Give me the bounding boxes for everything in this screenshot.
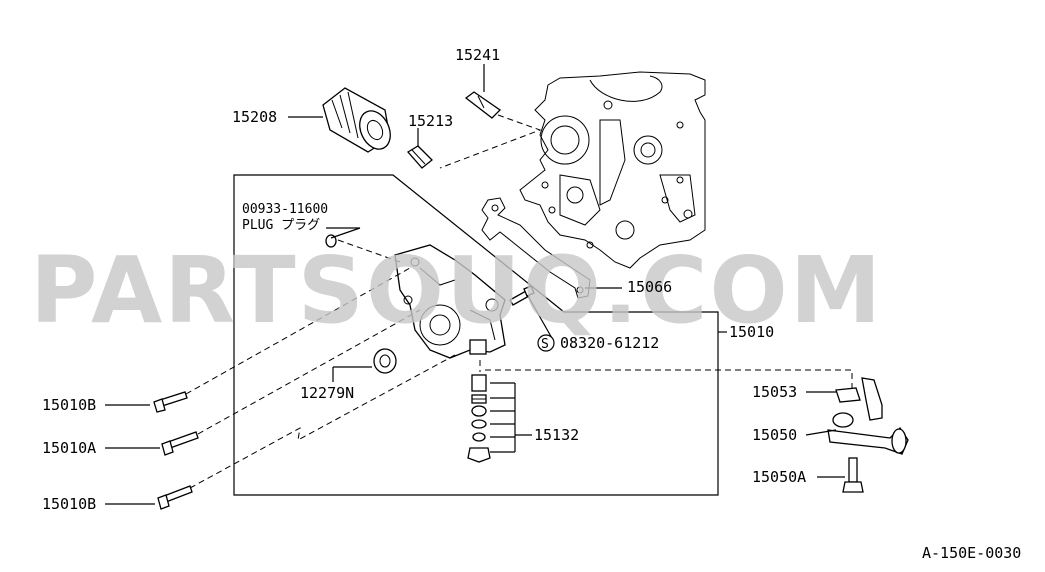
oil-pump-gasket-drawing	[481, 197, 591, 299]
standard-part-mark: S	[541, 337, 549, 352]
assembly-line	[485, 369, 853, 400]
standard-part-mark-icon	[537, 334, 555, 352]
label-15053[interactable]: 15053	[752, 383, 797, 401]
bolt-15010b-bottom-drawing	[157, 485, 193, 510]
label-15050a[interactable]: 15050A	[752, 468, 806, 486]
label-15241[interactable]: 15241	[455, 46, 500, 64]
screw-drawing	[509, 285, 535, 306]
assembly-line	[185, 267, 411, 395]
assembly-line	[197, 309, 421, 435]
label-15208[interactable]: 15208	[232, 108, 277, 126]
oil-seal-drawing	[373, 348, 397, 374]
label-12279n[interactable]: 12279N	[300, 384, 354, 402]
oil-pump-drawing	[325, 234, 506, 359]
filter-connector-drawing	[406, 145, 433, 169]
label-15010b-bottom[interactable]: 15010B	[42, 495, 96, 513]
assembly-line	[439, 114, 542, 169]
label-15132[interactable]: 15132	[534, 426, 579, 444]
engine-block-drawing	[519, 71, 706, 269]
assembly-frame	[233, 174, 719, 496]
oil-strainer-drawing	[827, 377, 909, 455]
label-15010a[interactable]: 15010A	[42, 439, 96, 457]
label-15066[interactable]: 15066	[627, 278, 672, 296]
relief-valve-parts-drawing	[467, 374, 491, 463]
oil-filter-drawing	[322, 87, 391, 153]
label-15213[interactable]: 15213	[408, 112, 453, 130]
stud-drawing	[464, 91, 502, 119]
diagram-code: A-150E-0030	[922, 544, 1021, 562]
label-15050[interactable]: 15050	[752, 426, 797, 444]
label-15010[interactable]: 15010	[729, 323, 774, 341]
bolt-15010a-drawing	[161, 431, 199, 456]
leader-lines	[105, 64, 845, 505]
assembly-line	[189, 354, 456, 489]
label-plug-name: PLUG プラグ	[242, 218, 320, 233]
strainer-gasket-drawing	[835, 387, 861, 403]
strainer-bolt-drawing	[842, 457, 864, 493]
assembly-line	[337, 239, 401, 263]
label-15010b-top[interactable]: 15010B	[42, 396, 96, 414]
bolt-15010b-top-drawing	[153, 391, 188, 413]
watermark: PARTSOUQ.COM	[30, 237, 883, 344]
label-plug-part-no[interactable]: 00933-11600	[242, 202, 328, 217]
label-08320-61212[interactable]: 08320-61212	[560, 334, 659, 352]
